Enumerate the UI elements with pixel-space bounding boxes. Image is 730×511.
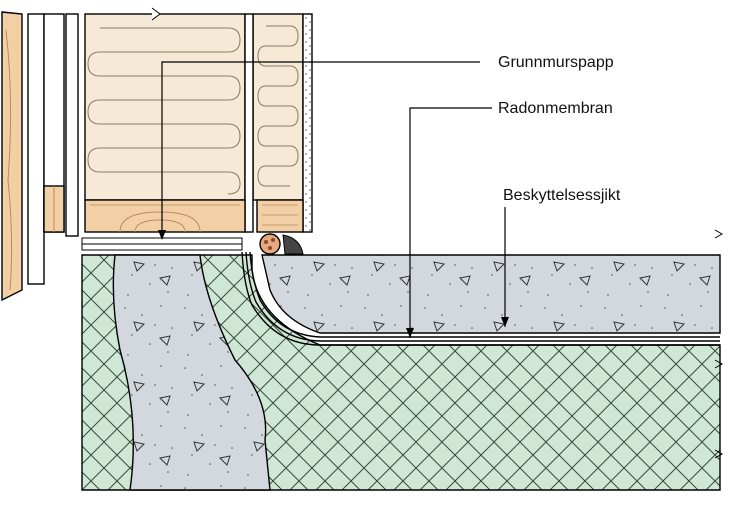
exterior-cladding	[1, 11, 79, 302]
break-marks	[714, 229, 724, 459]
sill-plate	[84, 199, 304, 233]
inner-wall-batt	[244, 13, 313, 233]
leader-grunnmurspapp	[158, 61, 480, 240]
sill-gasket	[81, 237, 243, 251]
label-radonmembran: Radonmembran	[498, 100, 613, 117]
backer-rod	[259, 233, 304, 255]
radon-membrane	[241, 251, 720, 346]
floor-slab	[261, 254, 721, 334]
foundation-concrete	[112, 254, 271, 491]
label-beskyttelsessjikt: Beskyttelsessjikt	[503, 187, 621, 204]
label-grunnmurspapp: Grunnmurspapp	[498, 54, 614, 71]
leader-beskyttelsessjikt	[501, 207, 509, 327]
leader-radonmembran	[406, 107, 492, 338]
wall-insulation-batt	[84, 7, 246, 201]
